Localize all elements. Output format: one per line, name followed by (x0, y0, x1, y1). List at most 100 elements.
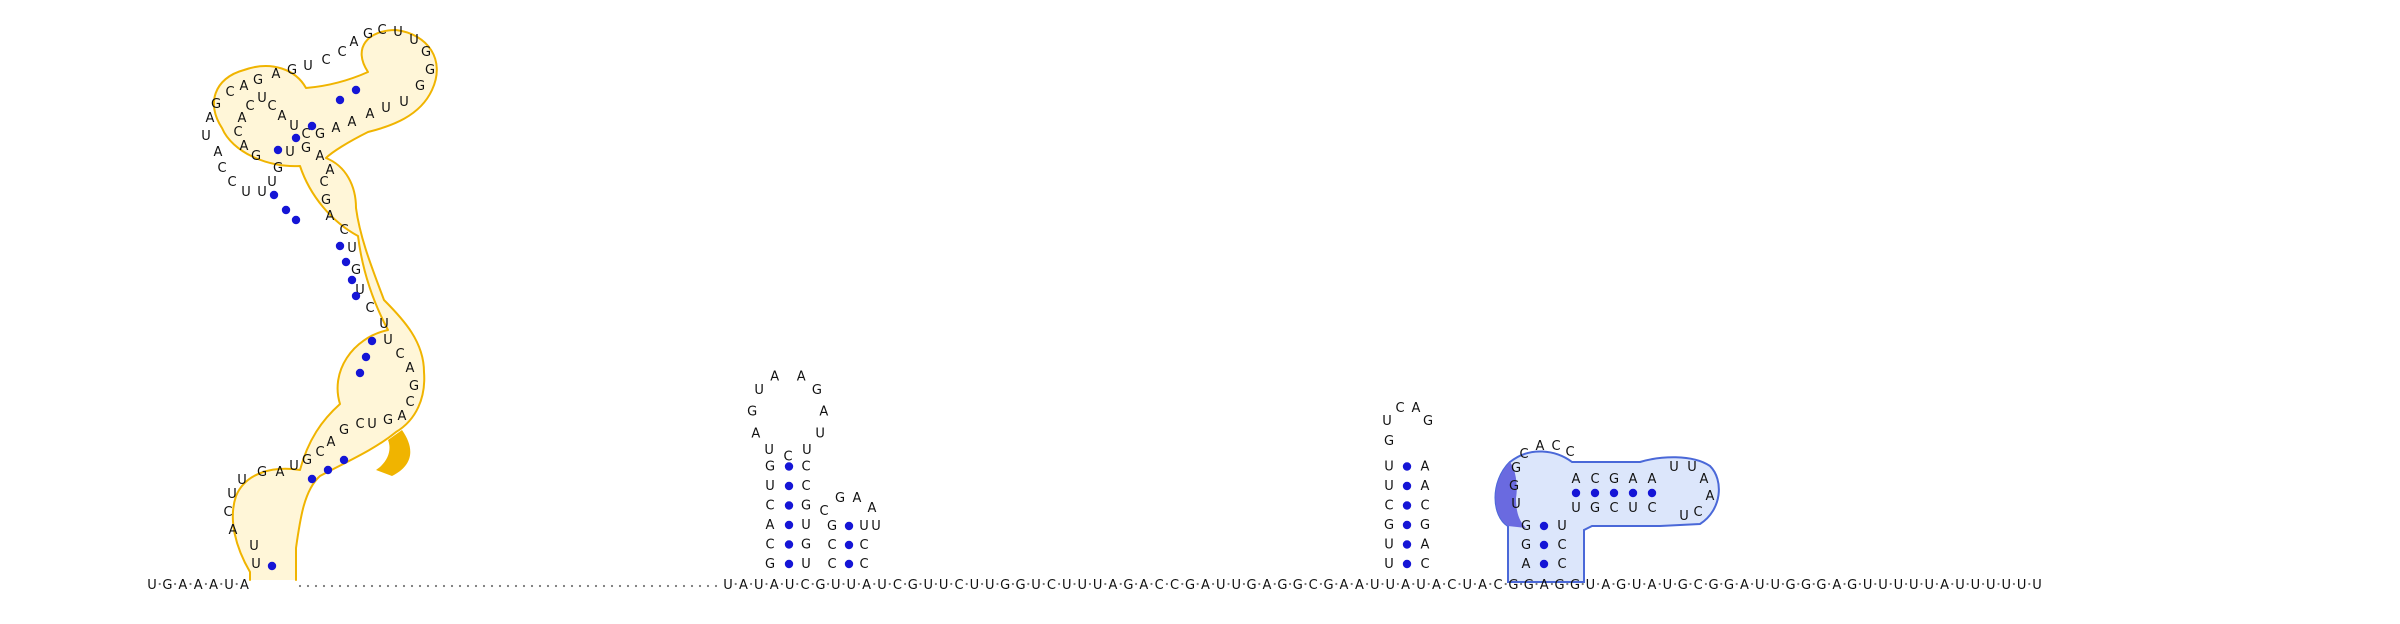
branch-nucleotide: U (393, 25, 403, 40)
base-pair-dot (339, 455, 349, 465)
backbone-nucleotide: A (209, 578, 218, 593)
backbone-nucleotide: U (1216, 578, 1226, 593)
backbone-nucleotide: A (1540, 578, 1549, 593)
backbone-nucleotide: G (1000, 578, 1010, 593)
backbone-dot (490, 584, 494, 588)
branch-nucleotide: G (339, 423, 349, 438)
base-pair-dot (335, 241, 345, 251)
backbone-dot (330, 584, 334, 588)
backbone-nucleotide: U (923, 578, 933, 593)
backbone-dot (1058, 582, 1061, 586)
base-pair-dot (844, 540, 854, 550)
backbone-dot (1720, 582, 1723, 586)
backbone-nucleotide: U (1770, 578, 1780, 593)
backbone-dot (1781, 582, 1784, 586)
branch-nucleotide: A (206, 111, 215, 126)
backbone-dot (1566, 582, 1569, 586)
backbone-dot (370, 584, 374, 588)
loop-nucleotide: G (1423, 414, 1433, 429)
loop-nucleotide: G (812, 383, 822, 398)
backbone-dot (1766, 582, 1769, 586)
backbone-nucleotide: A (1355, 578, 1364, 593)
branch-nucleotide: C (225, 85, 234, 100)
backbone-dot (1504, 582, 1507, 586)
branch-nucleotide: G (415, 79, 425, 94)
loop-nucleotide: C (1565, 445, 1574, 460)
stem-nucleotide: G (1609, 472, 1619, 487)
backbone-nucleotide: A (1832, 578, 1841, 593)
base-pair-dot (1539, 559, 1549, 569)
backbone-dot (1242, 582, 1245, 586)
backbone-dot (220, 582, 223, 586)
backbone-dot (1966, 582, 1969, 586)
branch-nucleotide: A (278, 109, 287, 124)
backbone-nucleotide: G (1709, 578, 1719, 593)
backbone-dot (2028, 582, 2031, 586)
backbone-dot (174, 582, 177, 586)
backbone-nucleotide: U (224, 578, 234, 593)
backbone-dot (1319, 582, 1322, 586)
backbone-dot (1150, 582, 1153, 586)
branch-nucleotide: U (257, 91, 267, 106)
branch-nucleotide: U (267, 175, 277, 190)
branch-nucleotide: A (238, 111, 247, 126)
backbone-dot (426, 584, 430, 588)
backbone-dot (189, 582, 192, 586)
backbone-nucleotide: U (831, 578, 841, 593)
backbone-dot (322, 584, 326, 588)
backbone-nucleotide: U (1924, 578, 1934, 593)
loop-nucleotide: C (1519, 447, 1528, 462)
backbone-dot (1366, 582, 1369, 586)
loop-nucleotide: A (770, 370, 779, 385)
backbone-dot (378, 584, 382, 588)
backbone-nucleotide: U (1755, 578, 1765, 593)
backbone-dot (298, 584, 302, 588)
backbone-dot (158, 582, 161, 586)
stem-nucleotide: U (1384, 557, 1394, 572)
branch-nucleotide: U (201, 129, 211, 144)
backbone-dot (610, 584, 614, 588)
backbone-dot (1042, 582, 1045, 586)
backbone-dot (1597, 582, 1600, 586)
stem-nucleotide: U (1384, 538, 1394, 553)
base-pair-dot (1628, 488, 1638, 498)
backbone-nucleotide: A (770, 578, 779, 593)
branch-nucleotide: A (350, 35, 359, 50)
backbone-dot (842, 582, 845, 586)
branch-nucleotide: C (217, 161, 226, 176)
backbone-nucleotide: U (1062, 578, 1072, 593)
stem-nucleotide: A (1522, 557, 1531, 572)
backbone-nucleotide: U (723, 578, 733, 593)
backbone-nucleotide: G (1847, 578, 1857, 593)
backbone-dot (780, 582, 784, 586)
branch-nucleotide: C (377, 23, 386, 38)
stem-nucleotide: U (1384, 479, 1394, 494)
loop-nucleotide: A (1706, 489, 1715, 504)
base-pair-dot (351, 85, 361, 95)
backbone-nucleotide: A (862, 578, 871, 593)
backbone-dot (1797, 582, 1800, 586)
base-pair-dot (1402, 559, 1412, 569)
branch-nucleotide: G (211, 97, 221, 112)
base-pair-dot (367, 336, 377, 346)
branch-nucleotide: A (326, 163, 335, 178)
stem-nucleotide: A (1629, 472, 1638, 487)
backbone-dot (402, 584, 406, 588)
backbone-dot (594, 584, 598, 588)
backbone-dot (765, 582, 768, 586)
loop-nucleotide: A (797, 370, 806, 385)
backbone-dot (1735, 582, 1738, 586)
backbone-dot (466, 584, 470, 588)
backbone-nucleotide: G (1570, 578, 1580, 593)
stem-nucleotide: C (801, 479, 810, 494)
branch-nucleotide: G (253, 73, 263, 88)
loop-nucleotide: U (815, 427, 825, 442)
backbone-dot (450, 584, 454, 588)
branch-nucleotide: G (287, 63, 297, 78)
stem-nucleotide: C (765, 538, 774, 553)
backbone-dot (514, 584, 518, 588)
backbone-dot (1073, 582, 1076, 586)
backbone-dot (873, 582, 876, 586)
branch-nucleotide: A (406, 361, 415, 376)
